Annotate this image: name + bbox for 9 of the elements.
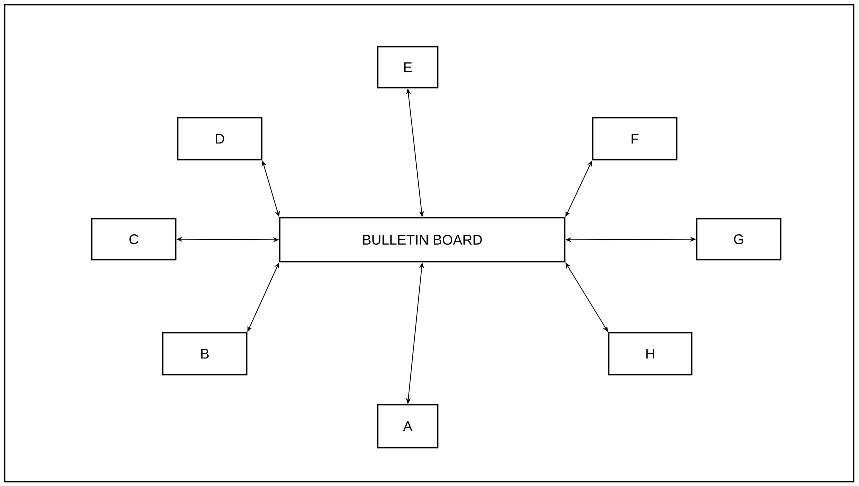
label-box: C [91,218,177,261]
label-box: H [608,332,693,376]
label-box: B [162,332,248,376]
label-box: F [592,117,678,161]
label-box: E [377,46,439,89]
label-box: A [377,404,439,449]
hub-box: BULLETIN BOARD [279,217,566,263]
label-box: D [177,117,263,161]
label-box: G [696,218,782,261]
